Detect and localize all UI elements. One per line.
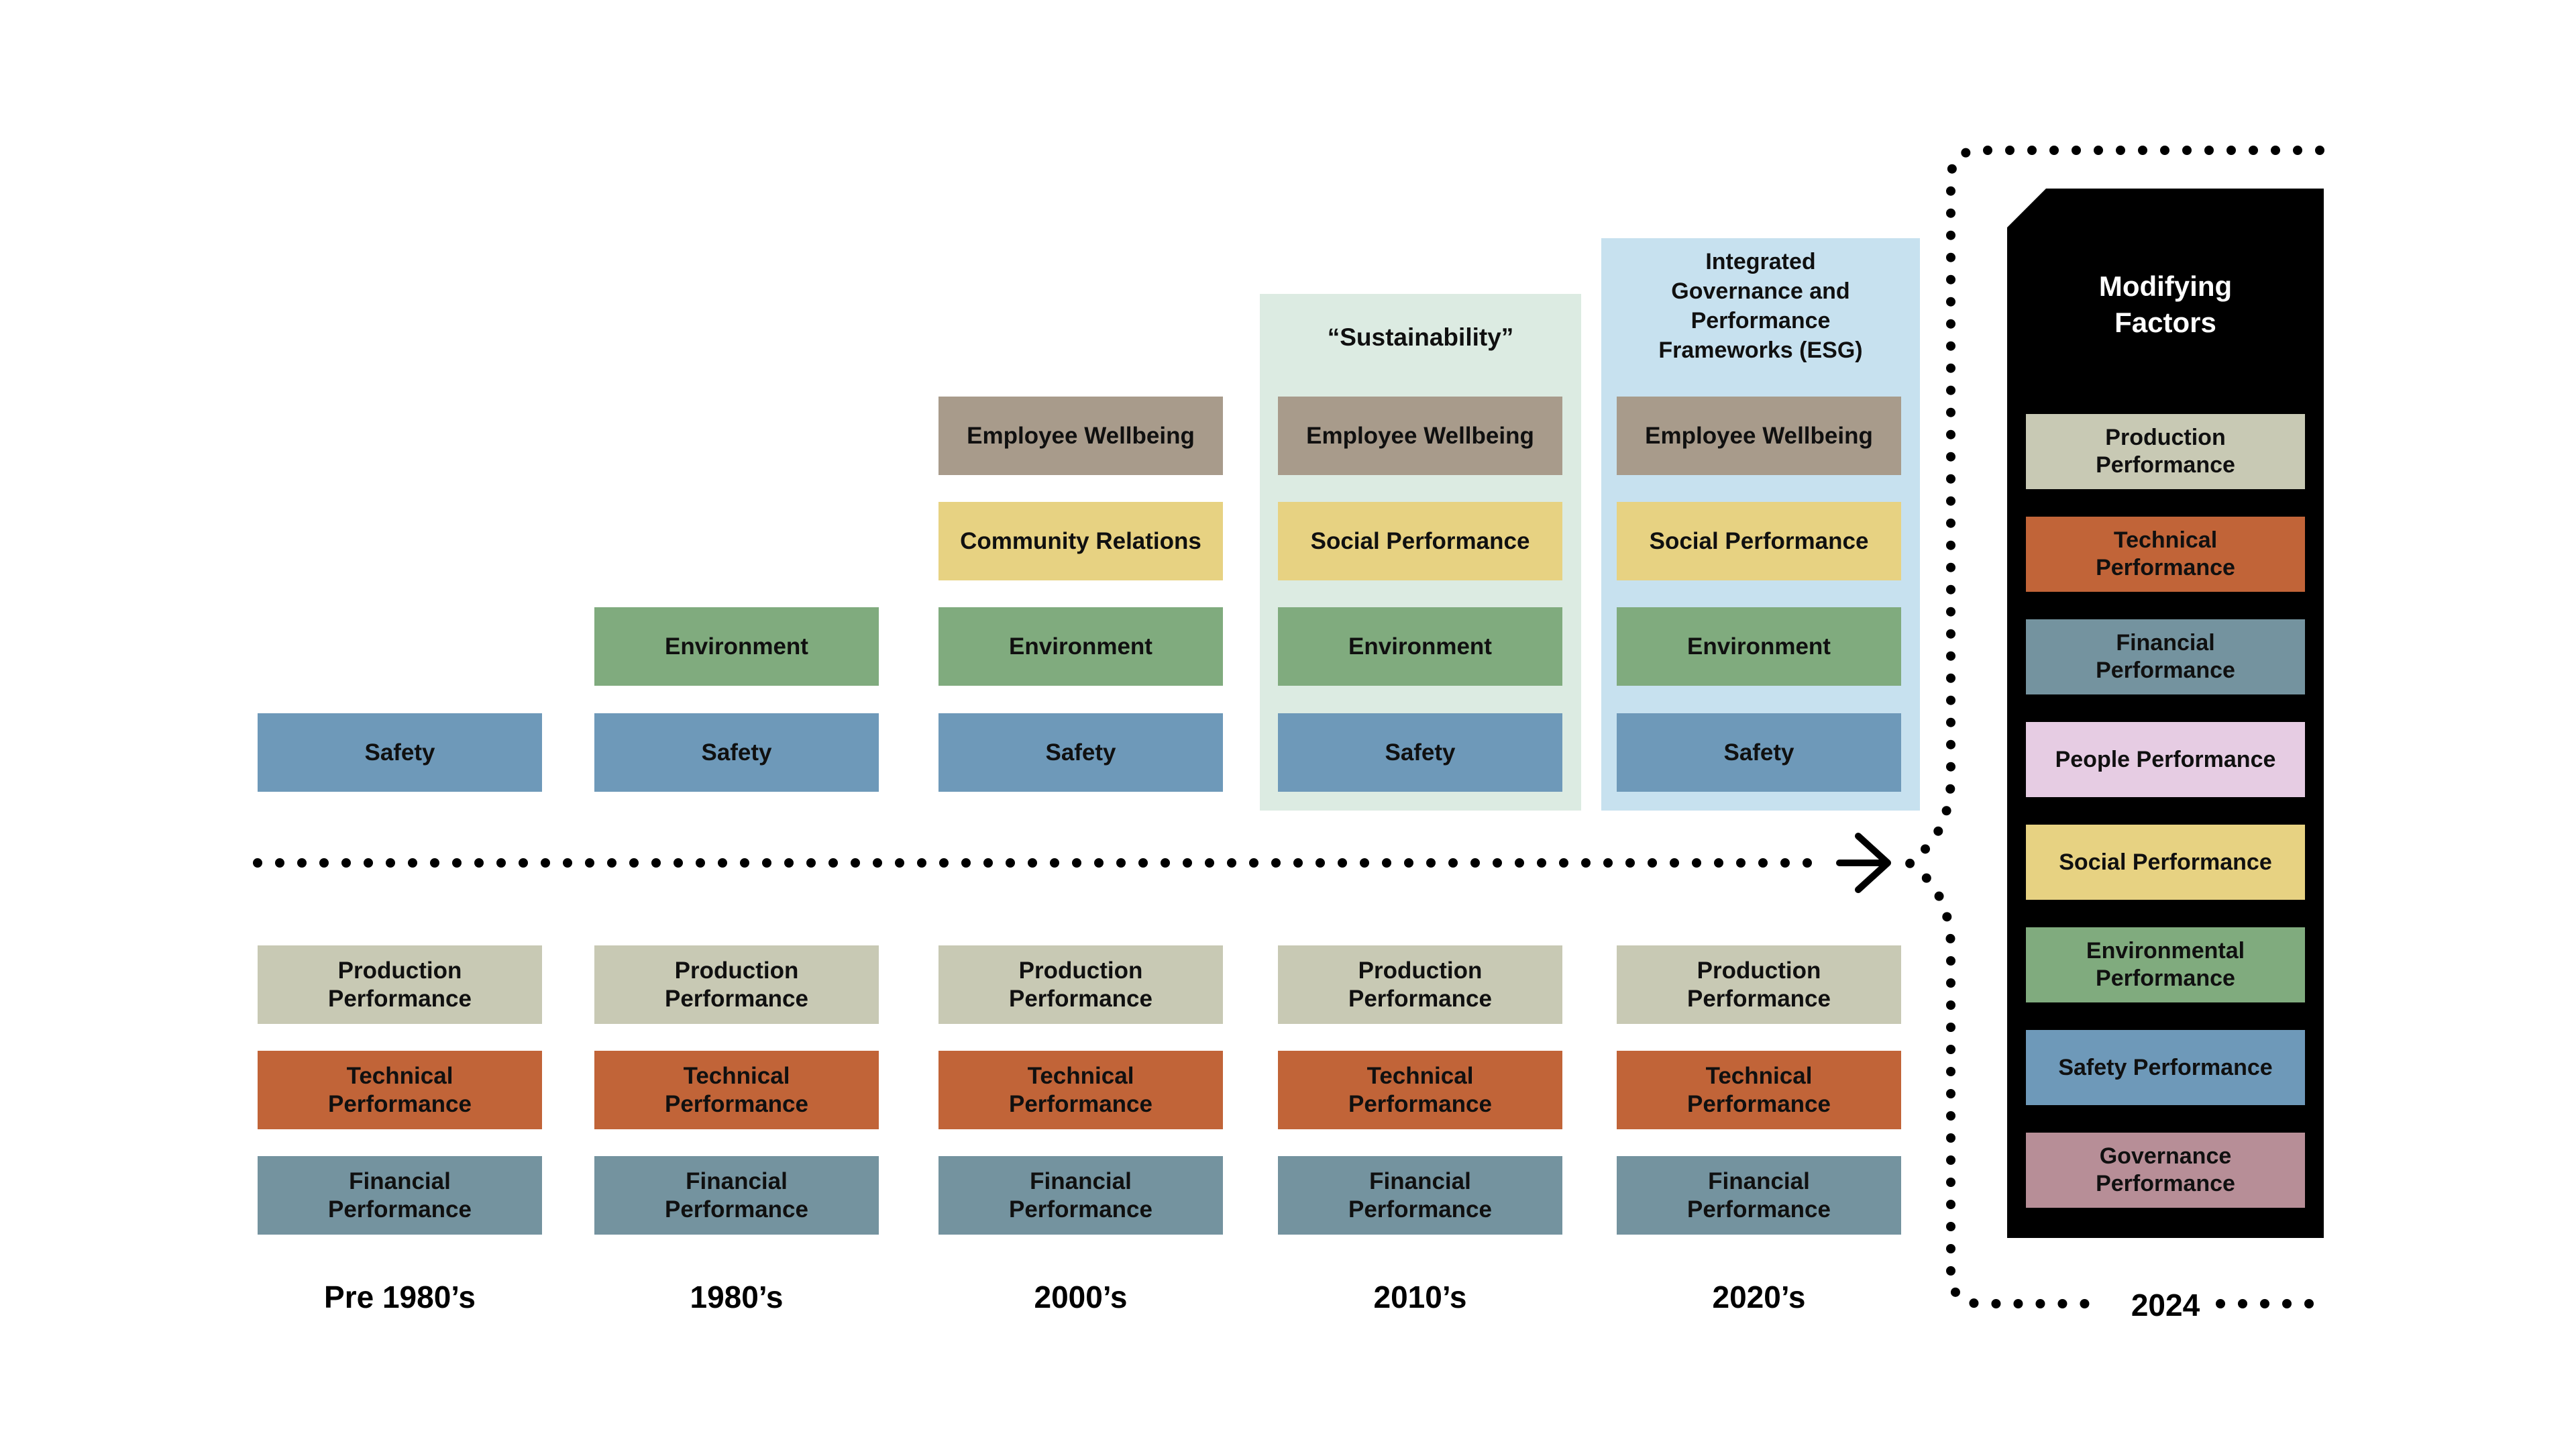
factor-financial-performance-box: Financial Performance (2026, 619, 2305, 694)
sustainability-title: “Sustainability” (1327, 323, 1514, 351)
2010s-financial-performance-box: Financial Performance (1278, 1156, 1562, 1235)
esg-title: Integrated Governance and Performance Fr… (1658, 249, 1863, 363)
2020s-production-performance-box: Production Performance (1617, 945, 1901, 1024)
pre1980s-safety-box: Safety (258, 713, 542, 792)
factor-production-performance-box: Production Performance (2026, 414, 2305, 489)
1980s-financial-performance-box: Financial Performance (594, 1156, 879, 1235)
1980s-environment-box: Environment (594, 607, 879, 686)
pre1980s-financial-performance-box: Financial Performance (258, 1156, 542, 1235)
2010s-environment-box: Environment (1278, 607, 1562, 686)
1980s-safety-box: Safety (594, 713, 879, 792)
2000s-safety-box: Safety (938, 713, 1223, 792)
2010s-production-performance-box: Production Performance (1278, 945, 1562, 1024)
factor-environmental-performance-box: Environmental Performance (2026, 927, 2305, 1002)
factor-safety-performance-box: Safety Performance (2026, 1030, 2305, 1105)
2000s-technical-performance-box: Technical Performance (938, 1051, 1223, 1129)
2010s-safety-box: Safety (1278, 713, 1562, 792)
modifying-factors-title: Modifying Factors (2098, 270, 2233, 338)
2020s-employee-wellbeing-box: Employee Wellbeing (1617, 397, 1901, 475)
2000s-environment-box: Environment (938, 607, 1223, 686)
decade-label-2020s: 2020’s (1712, 1280, 1806, 1314)
2020s-safety-box: Safety (1617, 713, 1901, 792)
2000s-financial-performance-box: Financial Performance (938, 1156, 1223, 1235)
1980s-technical-performance-box: Technical Performance (594, 1051, 879, 1129)
2000s-community-relations-box: Community Relations (938, 502, 1223, 580)
factor-social-performance-box: Social Performance (2026, 825, 2305, 900)
pre1980s-production-performance-box: Production Performance (258, 945, 542, 1024)
decade-label-1980s: 1980’s (690, 1280, 784, 1314)
pre1980s-technical-performance-box: Technical Performance (258, 1051, 542, 1129)
factor-people-performance-box: People Performance (2026, 722, 2305, 797)
2020s-technical-performance-box: Technical Performance (1617, 1051, 1901, 1129)
2020s-social-performance-box: Social Performance (1617, 502, 1901, 580)
2000s-production-performance-box: Production Performance (938, 945, 1223, 1024)
2010s-technical-performance-box: Technical Performance (1278, 1051, 1562, 1129)
2010s-social-performance-box: Social Performance (1278, 502, 1562, 580)
factor-governance-performance-box: Governance Performance (2026, 1133, 2305, 1208)
decade-label-2000s: 2000’s (1034, 1280, 1128, 1314)
2010s-employee-wellbeing-box: Employee Wellbeing (1278, 397, 1562, 475)
2000s-employee-wellbeing-box: Employee Wellbeing (938, 397, 1223, 475)
timeline-arrow-icon (1836, 833, 1891, 893)
decade-label-pre-1980s: Pre 1980’s (324, 1280, 476, 1314)
year-2024-label: 2024 (2131, 1288, 2200, 1323)
factor-technical-performance-box: Technical Performance (2026, 517, 2305, 592)
1980s-production-performance-box: Production Performance (594, 945, 879, 1024)
2020s-financial-performance-box: Financial Performance (1617, 1156, 1901, 1235)
2020s-environment-box: Environment (1617, 607, 1901, 686)
decade-label-2010s: 2010’s (1373, 1280, 1467, 1314)
